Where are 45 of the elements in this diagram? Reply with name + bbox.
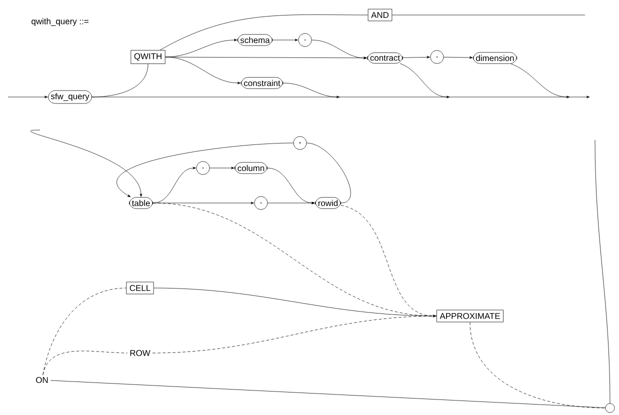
connector [312,40,367,60]
circle-node: . [430,50,444,64]
keyword-box: APPROXIMATE [436,310,504,322]
connector [306,142,351,204]
connector [152,316,437,354]
keyword-text: ROW [128,348,152,358]
connector [594,140,610,404]
rounded-box: sfw_query [48,90,92,104]
rounded-box: contract [367,52,403,64]
connector [400,63,450,98]
end-circle [605,403,615,413]
connector [50,380,606,408]
connector [444,56,473,59]
keyword-box: CELL [126,282,154,294]
rounded-box: column [234,162,268,174]
connector [470,322,606,408]
connector [282,82,340,98]
connector [42,350,128,375]
circle-node: . [298,33,312,47]
connector [392,14,586,16]
keyword-text: ON [34,375,50,385]
circle-node: , [293,136,307,150]
rounded-box: constraint [240,77,284,89]
connector [272,38,298,42]
connector [165,38,238,58]
keyword-box: QWITH [130,50,166,64]
connector [30,130,142,197]
rounded-box: schema [237,34,273,46]
connector [210,166,234,170]
circle-node: . [254,196,268,210]
connector [268,202,315,204]
circle-node: . [196,161,210,175]
connector [160,14,368,50]
connector [510,64,570,98]
rounded-box: rowid [315,197,341,209]
connector [8,96,48,98]
connector [165,56,241,84]
connector [402,56,430,58]
title: qwith_query ::= [32,18,88,26]
rounded-box: dimension [473,52,517,64]
rounded-box: table [129,197,153,209]
keyword-box: AND [368,8,392,22]
connector [92,96,590,98]
connector [116,142,294,198]
connector [340,205,436,318]
